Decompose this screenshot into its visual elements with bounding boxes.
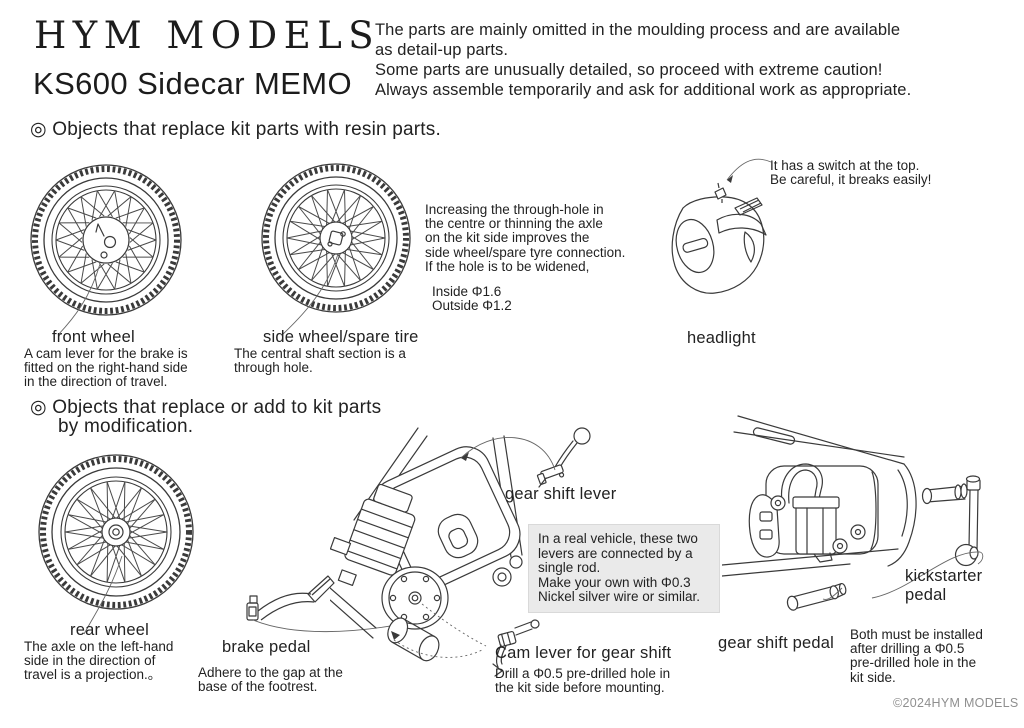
leader-arrowhead bbox=[391, 631, 400, 640]
side-wheel-leader-line bbox=[281, 253, 339, 336]
front-hub bbox=[82, 216, 130, 264]
frame-illustration bbox=[722, 415, 984, 611]
front-wheel-illustration bbox=[30, 164, 182, 336]
leader-arrowhead bbox=[461, 452, 469, 461]
levers-info-box: In a real vehicle, these two levers are … bbox=[528, 524, 720, 613]
rear-wheel-label: rear wheel bbox=[70, 621, 150, 639]
headlight-illustration bbox=[671, 158, 772, 294]
axle-tip-specs: Inside Φ1.6 Outside Φ1.2 bbox=[432, 284, 512, 314]
section-heading-modification-line2: by modification. bbox=[58, 416, 194, 437]
headlight-leader-line bbox=[726, 158, 772, 181]
front-wheel-leader-line bbox=[57, 263, 101, 336]
section-heading-resin: ◎ Objects that replace kit parts with re… bbox=[30, 119, 441, 140]
cam-lever-part bbox=[492, 619, 540, 677]
side-wheel-label: side wheel/spare tire bbox=[263, 328, 419, 346]
rear-hub bbox=[101, 517, 131, 547]
frame-leader-lines bbox=[822, 551, 984, 600]
copyright-text: ©2024HYM MODELS bbox=[893, 696, 1019, 710]
engine-body bbox=[330, 427, 591, 677]
engine-leader-lines bbox=[393, 437, 556, 658]
engine-illustration bbox=[330, 427, 591, 677]
exhaust-pipe bbox=[387, 617, 440, 662]
gear-shift-pedal-part bbox=[786, 582, 847, 611]
rear-tire bbox=[38, 454, 194, 610]
frame-body bbox=[722, 415, 981, 611]
side-wheel-note: The central shaft section is a through h… bbox=[234, 346, 406, 376]
leader-arrowhead bbox=[727, 175, 733, 183]
gear-shift-pedal-label: gear shift pedal bbox=[718, 634, 835, 652]
brand-logo: HYM MODELS bbox=[34, 14, 381, 57]
side-spokes bbox=[286, 189, 386, 287]
side-hub bbox=[319, 221, 353, 255]
headlight-body bbox=[671, 182, 767, 294]
brake-pedal-note: Adhere to the gap at the base of the foo… bbox=[198, 665, 343, 695]
front-wheel-label: front wheel bbox=[52, 328, 135, 346]
front-wheel-note: A cam lever for the brake is fitted on t… bbox=[24, 346, 188, 390]
rear-wheel-illustration bbox=[38, 454, 194, 635]
front-spokes bbox=[55, 190, 157, 290]
cam-lever-label: Cam lever for gear shift bbox=[495, 644, 672, 662]
rear-wheel-note: The axle on the left-hand side in the di… bbox=[24, 639, 174, 683]
kickstarter-pedal-label: kickstarter pedal bbox=[905, 567, 983, 604]
rear-spokes bbox=[64, 481, 168, 583]
kickstarter-note: Both must be installed after drilling a … bbox=[850, 627, 983, 685]
rear-wheel-leader-line bbox=[83, 555, 123, 635]
cam-lever-note: Drill a Φ0.5 pre-drilled hole in the kit… bbox=[495, 666, 671, 696]
page-title: KS600 Sidecar MEMO bbox=[33, 66, 353, 101]
headlight-note: It has a switch at the top. Be careful, … bbox=[770, 158, 932, 188]
section-heading-modification-line1: ◎ Objects that replace or add to kit par… bbox=[30, 397, 382, 418]
headlight-label: headlight bbox=[687, 329, 756, 347]
headlight-switch bbox=[714, 187, 727, 200]
brake-pedal-part bbox=[246, 575, 335, 621]
axle-tip-note: Increasing the through-hole in the centr… bbox=[425, 202, 626, 274]
gearbox-cover bbox=[381, 566, 449, 630]
intro-text: The parts are mainly omitted in the moul… bbox=[375, 21, 912, 99]
cylinder-block bbox=[344, 483, 416, 576]
gear-shift-lever-label: gear shift lever bbox=[505, 485, 617, 503]
kickstarter-part bbox=[921, 475, 981, 567]
brake-pedal-label: brake pedal bbox=[222, 638, 311, 656]
gear-shift-lever-part bbox=[536, 427, 591, 488]
side-wheel-illustration bbox=[261, 163, 411, 336]
battery-box bbox=[792, 496, 840, 555]
